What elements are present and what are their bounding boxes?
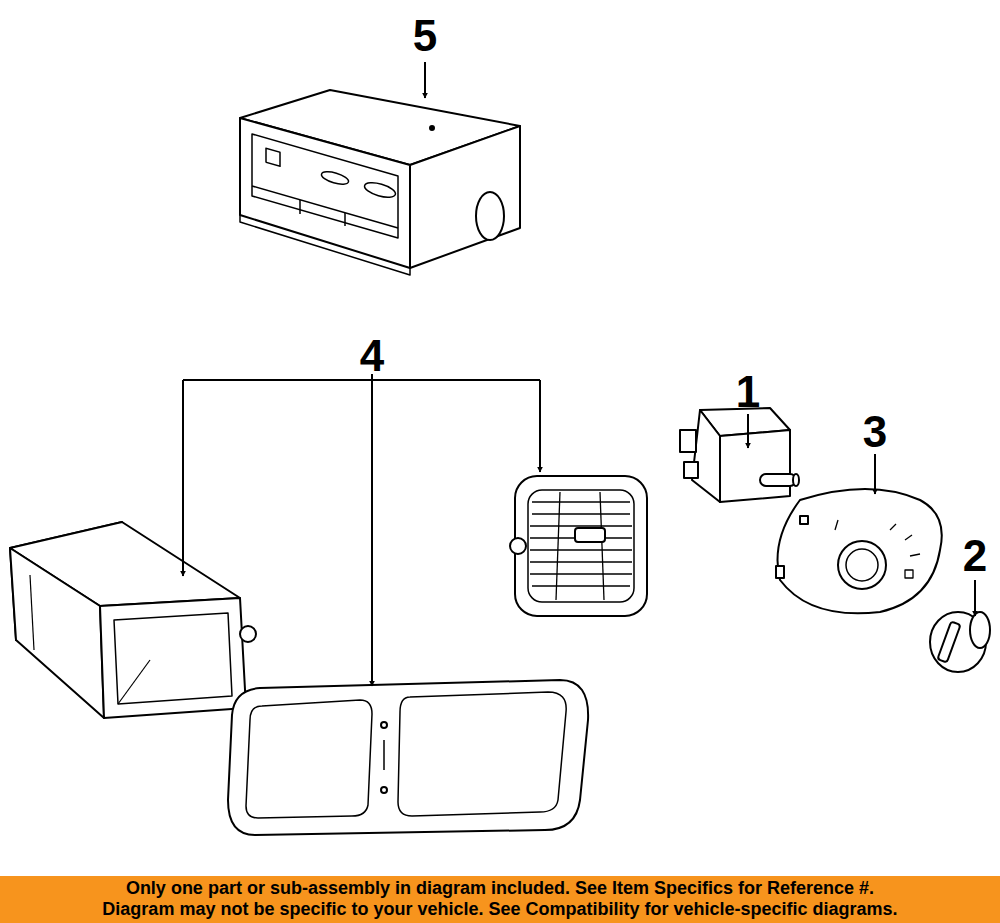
control-panel-drawing: [776, 489, 942, 613]
callout-number: 4: [360, 334, 384, 378]
callout-number: 3: [863, 410, 887, 454]
control-knob-drawing: [930, 612, 990, 672]
control-unit-drawing: [240, 90, 520, 275]
callout-number: 5: [413, 14, 437, 58]
air-duct-drawing: [10, 522, 256, 718]
notice-text: Diagram may not be specific to your vehi…: [6, 899, 994, 920]
blower-switch-drawing: [680, 408, 799, 502]
leader-lines: [183, 62, 975, 686]
callout-number: 2: [963, 534, 987, 578]
notice-text: Only one part or sub-assembly in diagram…: [6, 878, 994, 899]
callout-number: 1: [736, 370, 760, 414]
air-vent-drawing: [510, 476, 647, 616]
vent-bezel-drawing: [228, 680, 588, 835]
notice-band: Only one part or sub-assembly in diagram…: [0, 876, 1000, 923]
